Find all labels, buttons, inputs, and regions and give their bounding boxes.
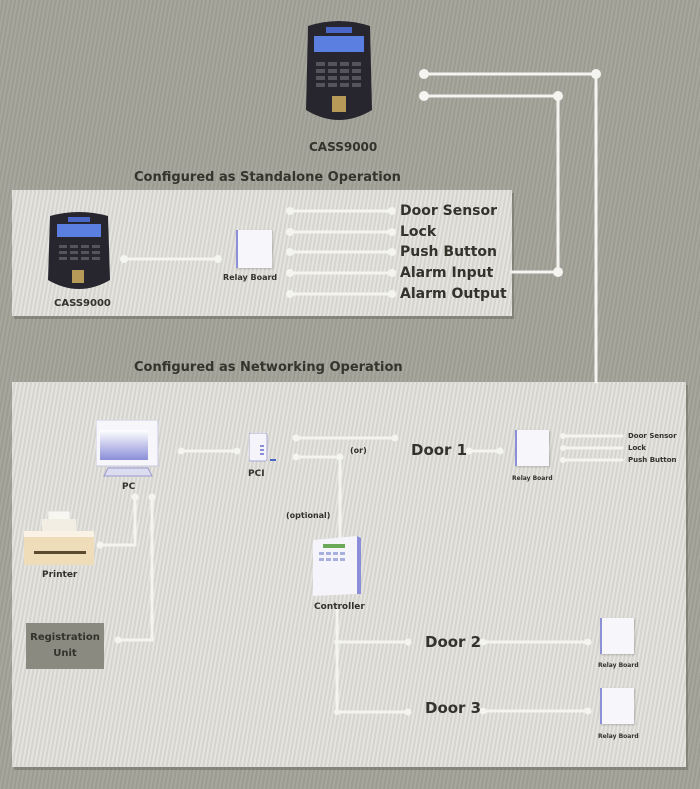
cass9000-terminal-icon [302,18,376,128]
wire-controller-door3 [335,608,410,714]
standalone-output-alarm-input: Alarm Input [400,265,494,281]
top-device-label: CASS9000 [309,140,378,154]
standalone-output-lock: Lock [400,224,437,240]
printer-icon [24,510,94,567]
wire-top-network [422,72,598,384]
networking-title: Configured as Networking Operation [134,360,403,375]
pci-label: PCI [248,469,265,479]
pci-device-icon [248,432,276,462]
door-2-label: Door 2 [425,633,482,651]
printer-label: Printer [42,570,78,580]
standalone-output-push-button: Push Button [400,244,498,260]
controller-label: Controller [314,602,365,612]
registration-unit-box: Registration Unit [26,623,104,669]
door-2-relay-board-icon [600,618,634,654]
door-1-relay-label: Relay Board [512,475,553,482]
door-3-relay-board-icon [600,688,634,724]
standalone-relay-label: Relay Board [223,273,278,282]
standalone-relay-board-icon [236,230,272,268]
wire-pc-registration [116,495,154,642]
or-label: (or) [350,446,367,455]
door-1-output-lock: Lock [628,444,647,452]
wire-top-standalone [422,94,560,274]
door-3-label: Door 3 [425,699,482,717]
door-1-output-push-button: Push Button [628,456,677,464]
door-1-output-door-sensor: Door Sensor [628,432,677,440]
standalone-terminal-icon [46,210,112,294]
door-1-relay-board-icon [515,430,549,466]
pc-label: PC [122,482,136,492]
standalone-device-label: CASS9000 [54,298,111,309]
door-3-relay-label: Relay Board [598,733,639,740]
standalone-title: Configured as Standalone Operation [134,170,401,185]
door-1-label: Door 1 [411,441,468,459]
registration-unit-label: Registration Unit [30,632,100,659]
wire-pc-printer [98,495,137,547]
pc-monitor-icon [95,419,160,478]
standalone-output-alarm-output: Alarm Output [400,286,507,302]
door-2-relay-label: Relay Board [598,662,639,669]
controller-icon [313,536,363,598]
standalone-output-door-sensor: Door Sensor [400,203,498,219]
optional-label: (optional) [286,511,331,520]
